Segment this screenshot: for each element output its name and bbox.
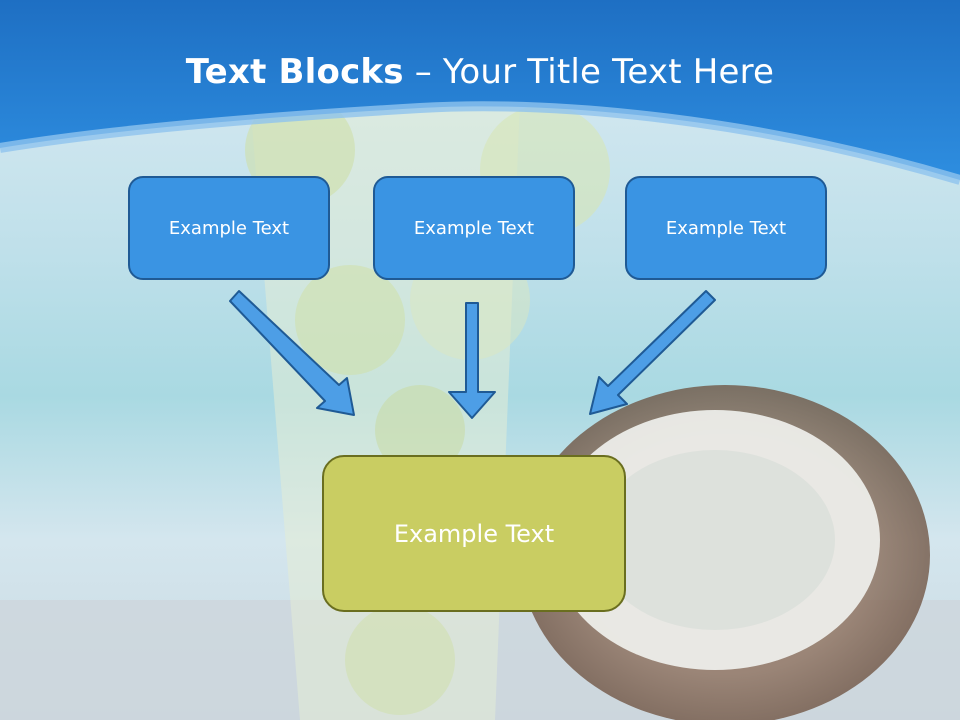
- text-block-top-left[interactable]: Example Text: [128, 176, 330, 280]
- title-dash: –: [403, 52, 443, 92]
- text-block-top-right[interactable]: Example Text: [625, 176, 827, 280]
- text-block-label: Example Text: [665, 217, 787, 239]
- title-rest: Your Title Text Here: [442, 52, 775, 92]
- title-bold: Text Blocks: [185, 52, 404, 92]
- text-block-top-center[interactable]: Example Text: [373, 176, 575, 280]
- text-block-bottom[interactable]: Example Text: [322, 455, 626, 612]
- slide-title: Text Blocks – Your Title Text Here: [0, 52, 960, 92]
- text-block-label: Example Text: [393, 519, 555, 548]
- text-block-label: Example Text: [413, 217, 535, 239]
- text-block-label: Example Text: [168, 217, 290, 239]
